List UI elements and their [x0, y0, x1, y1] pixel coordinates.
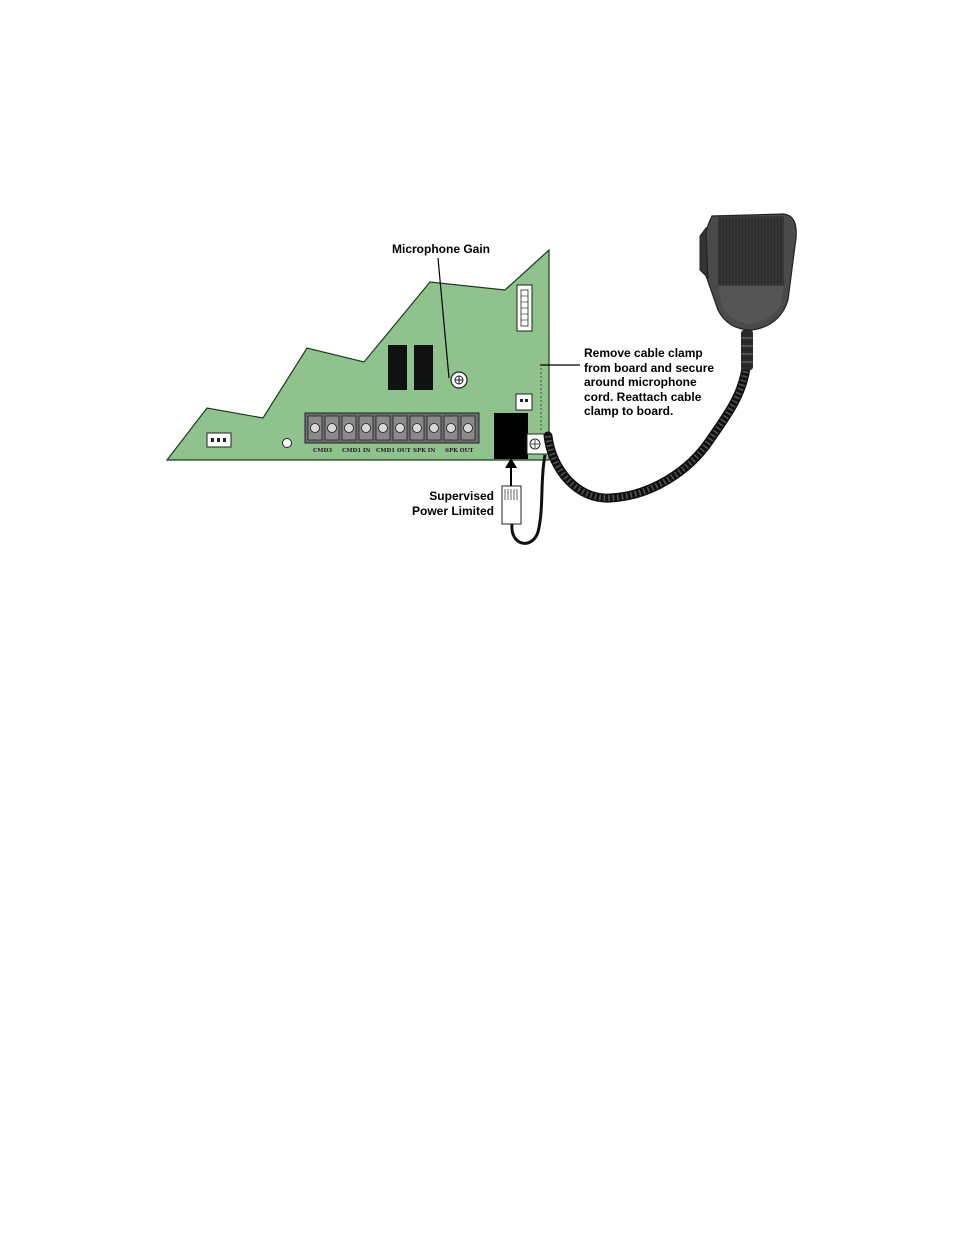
instruction-line: around microphone — [584, 375, 714, 390]
terminal-screw-head — [379, 424, 388, 433]
terminal-screw-head — [345, 424, 354, 433]
header-connector — [517, 285, 532, 331]
cord-strain-relief — [741, 330, 753, 370]
terminal-screw-head — [413, 424, 422, 433]
terminal-screw-head — [396, 424, 405, 433]
terminal-screw-head — [328, 424, 337, 433]
instruction-line: cord. Reattach cable — [584, 390, 714, 405]
supervised-power-limited-label: Supervised Power Limited — [398, 489, 494, 518]
instruction-line: clamp to board. — [584, 404, 714, 419]
terminal-label: SPK IN — [413, 448, 435, 454]
microphone-gain-potentiometer — [451, 372, 467, 388]
board-connector-left — [207, 433, 231, 447]
jack-block — [494, 413, 528, 459]
terminal-screw-head — [447, 424, 456, 433]
terminal-label: CMD1 IN — [342, 448, 371, 454]
instruction-line: from board and secure — [584, 361, 714, 376]
relay-right — [414, 345, 433, 390]
terminal-screw-head — [362, 424, 371, 433]
terminal-label: CMD1 OUT — [376, 448, 412, 454]
terminal-label: CMD3 — [313, 448, 332, 454]
terminal-screw-head — [311, 424, 320, 433]
board-connector-right — [516, 394, 532, 410]
terminal-label: SPK OUT — [445, 448, 474, 454]
relay-left — [388, 345, 407, 390]
terminal-screw-head — [464, 424, 473, 433]
terminal-screw-head — [430, 424, 439, 433]
mounting-hole — [283, 439, 292, 448]
microphone — [700, 214, 796, 330]
microphone-gain-label: Microphone Gain — [392, 242, 490, 257]
rj-plug — [502, 486, 521, 524]
cable-clamp-instruction: Remove cable clamp from board and secure… — [584, 346, 714, 419]
label-line: Power Limited — [398, 504, 494, 519]
label-line: Supervised — [398, 489, 494, 504]
instruction-line: Remove cable clamp — [584, 346, 714, 361]
